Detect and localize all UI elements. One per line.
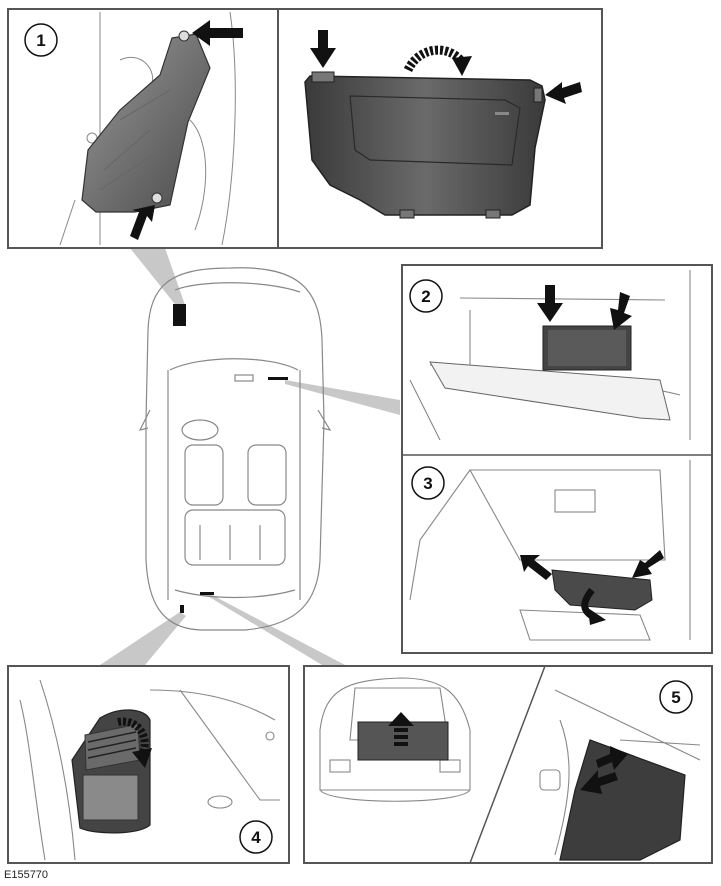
panel-1-clip-right <box>533 87 543 103</box>
callout-3-label: 3 <box>423 474 432 493</box>
panel-3-arrow-left <box>520 555 552 580</box>
callout-3 <box>411 466 445 500</box>
callout-4 <box>239 820 273 854</box>
panel-3-scene <box>409 460 691 641</box>
panel-1-arrow-left <box>545 82 582 104</box>
panel-2-3-frame <box>401 264 713 654</box>
panel-3-fuse-box-cover <box>551 569 653 611</box>
panel-5-luggage-floor-fuse-box: 5 <box>303 665 713 864</box>
panel-1-fuse-cover-bracket <box>81 33 211 213</box>
panel-1-arrow-down <box>310 30 336 68</box>
leader-panel-1 <box>130 248 185 308</box>
panel-5-load-floor <box>357 721 449 761</box>
panel-4-scene <box>19 679 280 861</box>
panel-1-fixing-screw-bottom <box>151 192 163 204</box>
vehicle-location-marker-5 <box>200 592 214 595</box>
panel-2-arrow-left <box>537 285 563 322</box>
panel-1-clip-left <box>311 71 335 83</box>
panel-5-fuse-box-cover <box>559 739 686 861</box>
vehicle-location-marker-1 <box>173 304 186 326</box>
leader-panel-2 <box>285 380 400 415</box>
figure-reference-code: E155770 <box>4 869 49 881</box>
panel-4-luggage-side-fuse-box: 4 <box>7 665 290 864</box>
vehicle-top-view <box>138 267 332 631</box>
panel-1-left-scene <box>59 11 236 246</box>
panel-1-arrow-top <box>192 20 243 46</box>
callout-1-label: 1 <box>36 31 45 50</box>
panel-5-divider <box>469 665 546 864</box>
panel-4-open-arrow <box>117 717 152 768</box>
leader-panel-4 <box>100 612 186 665</box>
panel-2-3-glovebox-fuse-box: 2 3 <box>401 264 713 654</box>
vehicle-body-outline <box>145 267 325 631</box>
leader-panel-5 <box>206 595 345 665</box>
leader-lines <box>100 248 400 665</box>
panel-5-slide-arrow <box>580 746 628 794</box>
callout-4-label: 4 <box>251 828 261 847</box>
vehicle-location-marker-4 <box>180 605 184 613</box>
panel-5-lift-arrow <box>388 712 414 746</box>
panel-3-open-arrow <box>581 587 606 625</box>
vehicle-location-marker-2 <box>268 377 288 380</box>
callout-1 <box>24 23 58 57</box>
panel-2-glovebox-lid <box>429 361 671 421</box>
panel-1-arrow-bottom <box>130 205 155 240</box>
panel-1-engine-bay-fuse-box: 1 <box>7 8 603 249</box>
callout-2 <box>409 279 443 313</box>
panel-2-arrow-right <box>610 292 632 330</box>
panel-1-fixing-screw-top <box>178 30 190 42</box>
panel-3-arrow-right <box>632 550 664 578</box>
panel-5-closeup-scene <box>539 689 701 856</box>
panel-1-fuse-box-cover <box>304 75 546 216</box>
callout-5-label: 5 <box>671 688 680 707</box>
panel-1-lift-arrow <box>403 45 472 76</box>
callout-5 <box>659 680 693 714</box>
callout-2-label: 2 <box>421 287 430 306</box>
